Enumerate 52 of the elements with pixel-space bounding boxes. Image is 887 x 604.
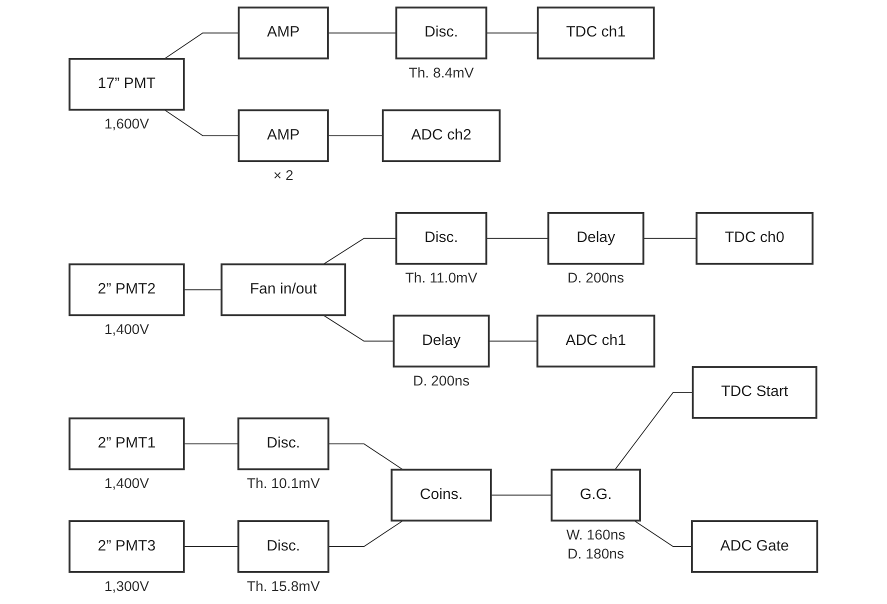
node-box: 2” PMT3 [68, 520, 185, 573]
node-caption: 1,600V [104, 116, 150, 132]
node-box: 17” PMT [68, 58, 185, 111]
node-caption: D. 180ns [568, 545, 624, 562]
node-caption: W. 160ns [566, 526, 626, 542]
node-caption: D. 200ns [568, 270, 624, 286]
node-box: ADC ch1 [536, 314, 656, 368]
connector [490, 494, 552, 496]
connector [184, 443, 239, 444]
node-caption: Th. 10.1mV [246, 475, 320, 492]
node-caption: 1,300V [104, 578, 150, 594]
node-caption: D. 200ns [413, 372, 470, 388]
connector [322, 238, 397, 265]
node-caption: × 2 [273, 166, 294, 183]
node-box: 2” PMT2 [68, 263, 185, 316]
node-caption: Th. 15.8mV [246, 578, 320, 594]
node-caption: 1,400V [104, 475, 150, 492]
connector [488, 340, 538, 342]
connector [614, 392, 694, 470]
node-box: Coins. [390, 468, 492, 522]
connector [164, 32, 240, 60]
node-box: TDC ch0 [696, 212, 814, 265]
node-box: G.G. [550, 468, 642, 522]
connector [486, 32, 538, 34]
node-box: ADC Gate [691, 520, 818, 573]
node-box: Disc. [238, 417, 330, 470]
node-box: Delay [392, 314, 490, 368]
node-box: ADC ch2 [382, 109, 501, 162]
node-box: AMP [238, 6, 330, 60]
connector [328, 443, 404, 470]
node-box: Disc. [395, 212, 488, 265]
connector [634, 520, 693, 547]
connector [328, 32, 397, 34]
connector [164, 109, 240, 136]
connector [643, 238, 698, 239]
connector [486, 238, 549, 239]
node-box: AMP [238, 109, 330, 162]
connector [184, 289, 222, 290]
node-box: TDC Start [692, 366, 818, 419]
connector [328, 520, 404, 547]
node-box: Delay [547, 212, 644, 265]
connector [184, 546, 239, 547]
node-box: Fan in/out [220, 263, 346, 316]
node-box: TDC ch1 [537, 6, 655, 60]
node-box: 2” PMT1 [68, 417, 185, 470]
node-caption: 1,400V [104, 321, 150, 338]
node-caption: Th. 8.4mV [408, 64, 474, 80]
node-caption: Th. 11.0mV [405, 270, 478, 286]
connector [322, 314, 394, 342]
node-box: Disc. [238, 520, 330, 573]
connector [328, 135, 384, 136]
node-box: Disc. [395, 6, 488, 60]
